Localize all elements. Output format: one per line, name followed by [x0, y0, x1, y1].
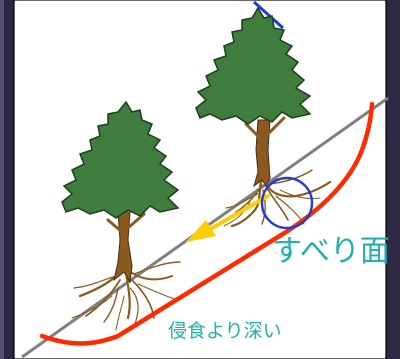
deeper-than-erosion-label: 侵食より深い [168, 320, 282, 342]
left-tree-crown [61, 100, 180, 219]
highlight-circle [260, 176, 314, 230]
diagram-background [14, 0, 386, 359]
left-edge-highlight [0, 0, 4, 359]
diagram-frame [13, 0, 387, 359]
slip-surface-curve [39, 101, 375, 346]
left-tree [61, 100, 181, 331]
right-tree-crown [195, 6, 312, 125]
top-blue-line [252, 0, 285, 30]
right-edge-strip [386, 0, 400, 359]
slip-surface-label: すべり面 [272, 234, 390, 269]
right-tree [195, 6, 332, 228]
right-tree-roots [223, 169, 332, 228]
sliding-direction-arrow [186, 194, 270, 242]
